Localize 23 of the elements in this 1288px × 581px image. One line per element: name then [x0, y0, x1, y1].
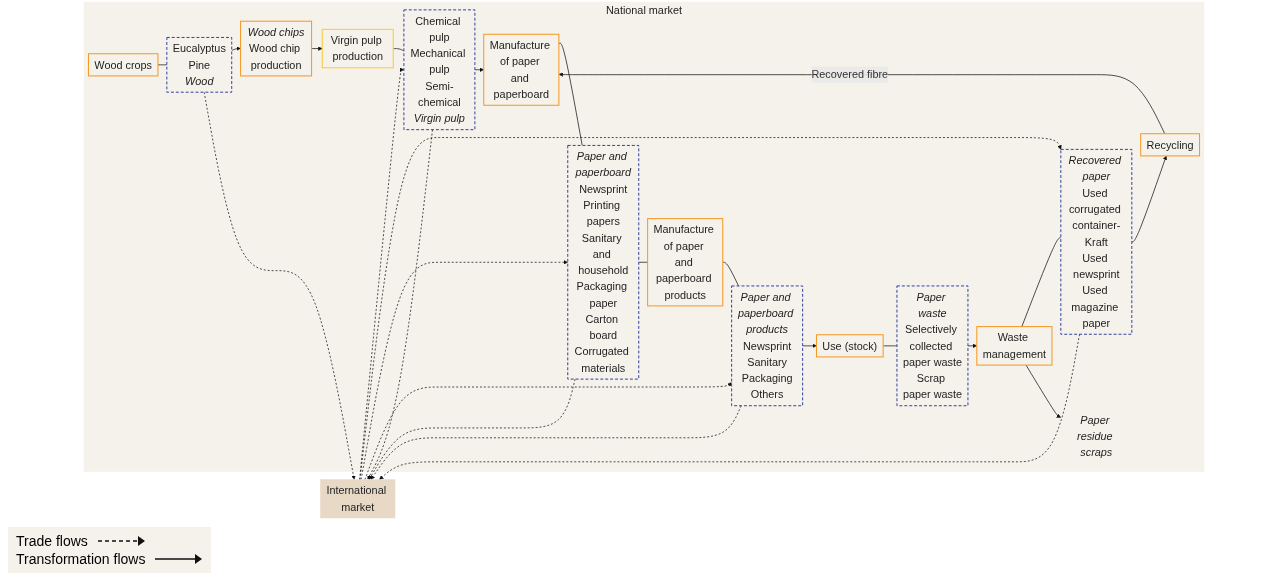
node-box: Use (stock)	[815, 334, 884, 358]
connector	[558, 42, 583, 146]
node-box: Eucalyptus Pine Wood	[166, 36, 233, 93]
legend-text: Transformation flows	[16, 551, 146, 567]
legend-text: Trade flows	[16, 533, 88, 549]
node-box: Manufacture of paper and paperboard	[483, 33, 560, 106]
node-box: Virgin pulp production	[321, 28, 394, 69]
node-box: Chemical pulp Mechanical pulp Semi-chemical Virgin pulp	[403, 9, 476, 131]
edge-label: Recovered fibre	[811, 68, 889, 81]
node-box: International market	[320, 479, 396, 519]
node-box: Recovered paper Used corrugated container-Kraft Used newsprint Used magazine paper	[1060, 148, 1133, 335]
node-box: Paper and paperboard Newsprint Printing papers Sanitary and household Packaging paper Carton board Corrugated materials	[567, 144, 640, 380]
node-box: Paper waste Selectively collected paper waste Scrap paper waste	[896, 285, 969, 407]
node-text: Paper residue scraps	[1077, 414, 1113, 459]
node-box: Paper and paperboard products Newsprint Sanitary Packaging Others	[731, 285, 804, 407]
node-box: Recycling	[1140, 133, 1201, 157]
connector	[392, 48, 405, 52]
connector	[722, 261, 739, 287]
node-box: Wood crops	[87, 53, 159, 77]
node-box: Manufacture of paper and paperboard products	[647, 218, 724, 307]
connector	[1021, 237, 1062, 327]
node-box: Wood chips Wood chip production	[240, 20, 313, 77]
node-box: Waste management	[976, 326, 1053, 366]
